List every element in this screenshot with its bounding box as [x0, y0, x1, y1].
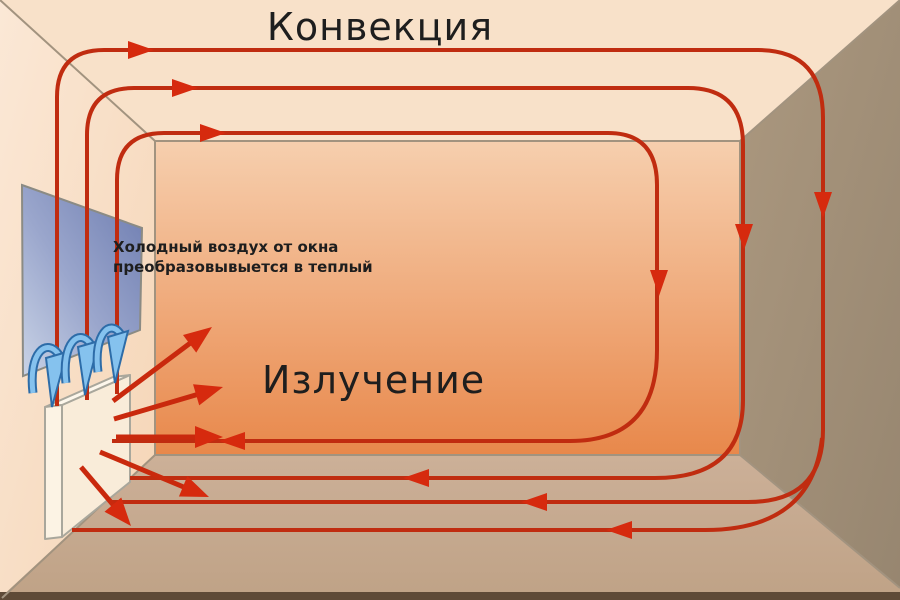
arrowhead-right-icon	[128, 41, 154, 59]
arrowhead-down-icon	[814, 192, 832, 218]
ceiling	[0, 0, 900, 141]
arrowhead-right-icon	[200, 124, 226, 142]
arrowhead-left-icon	[521, 493, 547, 511]
floor	[0, 455, 900, 600]
label-radiation: Излучение	[262, 358, 486, 402]
arrowhead-left-icon	[219, 432, 245, 450]
title-convection: Конвекция	[266, 5, 494, 49]
arrowhead-down-icon	[650, 270, 668, 296]
radiation-arrow	[111, 327, 212, 403]
convection-loop-inner	[112, 131, 659, 443]
cold-air-arrow	[92, 323, 130, 384]
radiation-arrow	[116, 426, 223, 448]
right-wall	[740, 0, 900, 588]
radiation-arrow	[79, 465, 131, 526]
ceiling-left-edge	[0, 0, 156, 142]
radiation-arrow	[99, 449, 209, 497]
window-note: Холодный воздух от окна преобразовывыетс…	[113, 238, 373, 276]
convection-return-outer-sweep	[72, 437, 824, 532]
arrowhead-left-icon	[403, 469, 429, 487]
back-wall	[155, 141, 740, 455]
convection-loops	[55, 48, 825, 532]
convection-loop-outer	[55, 48, 825, 504]
arrowhead-down-icon	[735, 224, 753, 250]
floor-right-edge	[739, 454, 900, 589]
baseboard	[0, 592, 900, 600]
radiation-arrows	[79, 327, 223, 526]
ceiling-right-edge	[739, 0, 900, 142]
radiator-front-face	[44, 404, 63, 540]
arrowhead-left-icon	[606, 521, 632, 539]
convection-arrowheads	[128, 41, 832, 539]
convection-loop-middle	[85, 86, 745, 480]
radiation-arrow	[113, 384, 223, 422]
cold-air-arrows	[27, 323, 130, 408]
arrowhead-right-icon	[172, 79, 198, 97]
